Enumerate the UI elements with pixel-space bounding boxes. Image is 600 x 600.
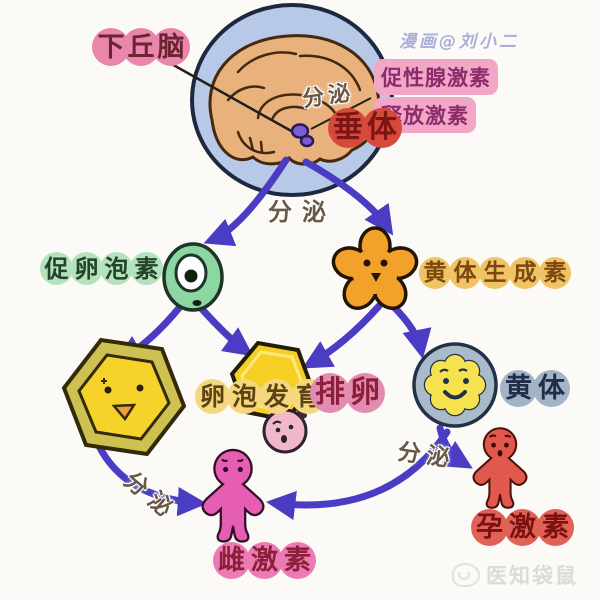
secretion-text-pituitary: 分泌 xyxy=(268,198,336,226)
publisher-watermark-text: 医知袋鼠 xyxy=(486,564,578,588)
artist-watermark: 漫画@刘小二 xyxy=(399,32,519,52)
arrow-pituitary-to-lh xyxy=(302,158,394,236)
progesterone-label: 孕激素 xyxy=(471,509,574,546)
corpus-luteum-label: 黄体 xyxy=(500,370,570,407)
estrogen-character xyxy=(201,448,265,543)
hypothalamus-label: 下丘脑 xyxy=(92,28,190,66)
estrogen-label: 雌激素 xyxy=(213,542,316,579)
arrow-lh-to-luteum xyxy=(389,302,432,359)
arrow-pituitary-to-fsh xyxy=(203,156,290,247)
publisher-watermark: 医知袋鼠 xyxy=(452,560,578,590)
lh-label: 黄体生成素 xyxy=(419,257,571,289)
arrow-lh-to-ovulation xyxy=(302,302,383,369)
arrow-luteum-to-estrogen xyxy=(265,428,451,521)
arrow-luteum-to-progesterone xyxy=(436,424,473,469)
follicle-development-label: 卵泡发育 xyxy=(195,379,326,414)
egg-character xyxy=(262,404,308,454)
pituitary-gland-shape xyxy=(290,123,315,148)
hypothalamus-pointer-line xyxy=(167,60,303,139)
kangaroo-logo-icon xyxy=(452,563,480,587)
arrow-fsh-to-ovulation xyxy=(197,304,254,357)
fsh-character xyxy=(162,242,224,312)
gnrh-label: 促性腺激素 释放激素 xyxy=(374,59,498,135)
lh-character xyxy=(331,226,419,310)
ovulation-label: 排卵 xyxy=(310,373,385,413)
arrow-follicle-to-estrogen xyxy=(92,436,208,517)
progesterone-character xyxy=(472,427,528,509)
gnrh-label-line1: 促性腺激素 xyxy=(374,59,498,95)
follicle-character xyxy=(61,337,187,457)
corpus-luteum-character xyxy=(412,342,498,428)
fsh-label: 促卵泡素 xyxy=(40,252,163,285)
pituitary-label: 垂体 xyxy=(328,108,402,148)
